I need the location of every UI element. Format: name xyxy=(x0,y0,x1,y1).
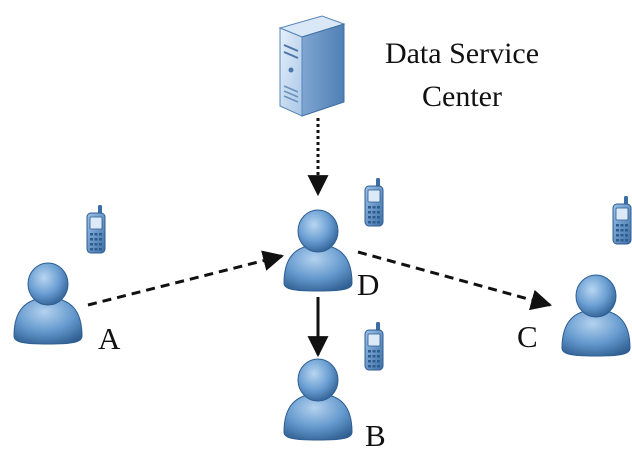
edge-d-to-c xyxy=(357,250,553,311)
node-b-label: B xyxy=(365,418,386,453)
server-label-line2: Center xyxy=(422,80,502,113)
phone-c-icon xyxy=(612,195,632,245)
phone-a-icon xyxy=(86,204,106,254)
server-tower-icon xyxy=(278,15,346,117)
phone-b-icon xyxy=(364,321,384,371)
user-c-icon xyxy=(561,274,631,357)
user-d-icon xyxy=(283,209,353,292)
user-b-icon xyxy=(283,358,353,441)
server-label-line1: Data Service xyxy=(385,37,539,70)
edge-a-to-d xyxy=(87,250,285,307)
node-c-label: C xyxy=(517,319,538,354)
phone-d-icon xyxy=(364,177,384,227)
user-a-icon xyxy=(13,262,83,345)
node-a-label: A xyxy=(98,321,121,356)
node-d-label: D xyxy=(357,267,379,302)
